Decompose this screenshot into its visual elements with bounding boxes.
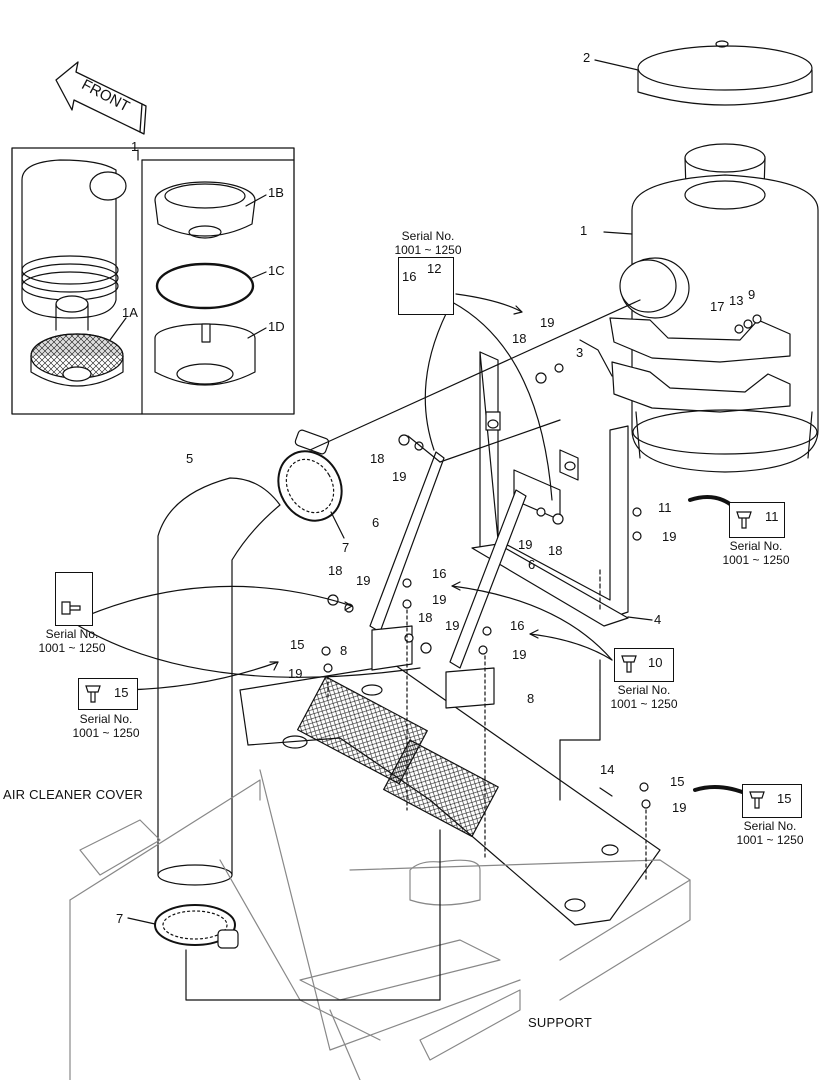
- callout-6-b: 6: [528, 557, 536, 572]
- caption-air-cleaner-cover: AIR CLEANER COVER: [3, 787, 143, 802]
- callout-16-a: 16: [432, 566, 447, 581]
- callout-17: 17: [710, 299, 725, 314]
- serial-label-11: Serial No.: [729, 539, 783, 553]
- callout-18-b: 18: [370, 451, 385, 466]
- callout-18-c: 18: [548, 543, 563, 558]
- callout-18-e: 18: [418, 610, 433, 625]
- callout-11-b: 11: [765, 509, 779, 524]
- callout-11-a: 11: [658, 500, 672, 515]
- bolt-icon-11: [736, 511, 752, 529]
- callout-12: 12: [427, 261, 442, 276]
- serial-range-top: 1001 ~ 1250: [394, 243, 462, 257]
- callout-1d: 1D: [268, 319, 285, 334]
- callout-9: 9: [748, 287, 756, 302]
- air-cleaner-cover-cap: [594, 40, 813, 106]
- callout-10: 10: [648, 655, 663, 670]
- serial-label-10: Serial No.: [617, 683, 671, 697]
- callout-15-b: 15: [670, 774, 685, 789]
- serial-label-top: Serial No.: [401, 229, 455, 243]
- callout-19-c: 19: [518, 537, 533, 552]
- cover-plate: [239, 664, 661, 926]
- callout-3: 3: [576, 345, 584, 360]
- callout-19-b: 19: [392, 469, 407, 484]
- hose-clamp-upper: [277, 429, 345, 539]
- leader-lines: [71, 293, 752, 1001]
- callout-19-a: 19: [540, 315, 555, 330]
- callout-15-d: 15: [777, 791, 792, 806]
- callout-6-a: 6: [372, 515, 380, 530]
- callout-19-h: 19: [512, 647, 527, 662]
- callout-1b: 1B: [268, 185, 284, 200]
- bolt-icon-10: [621, 655, 637, 673]
- callout-15-a: 15: [290, 637, 305, 652]
- intake-pipe: [157, 477, 281, 886]
- callout-19-e: 19: [356, 573, 371, 588]
- serial-range-18: 1001 ~ 1250: [38, 641, 106, 655]
- serial-box-15-left: [78, 678, 138, 710]
- callout-2: 2: [583, 50, 591, 65]
- callout-16-b: 16: [510, 618, 525, 633]
- serial-range-11: 1001 ~ 1250: [722, 553, 790, 567]
- callout-18-a: 18: [512, 331, 527, 346]
- bolt-icon-18: [61, 601, 81, 615]
- bolt-icon-15-left: [85, 685, 101, 703]
- bolt-icon-15-right: [749, 791, 765, 809]
- base-frame: [69, 769, 691, 1080]
- serial-box-11: [729, 502, 785, 538]
- front-arrow: [55, 61, 147, 135]
- callout-8-b: 8: [527, 691, 535, 706]
- callout-19-i: 19: [288, 666, 303, 681]
- callout-8-a: 8: [340, 643, 348, 658]
- serial-range-15-right: 1001 ~ 1250: [736, 833, 804, 847]
- callout-19-g: 19: [445, 618, 460, 633]
- caption-support: SUPPORT: [528, 1015, 593, 1030]
- callout-1: 1: [580, 223, 588, 238]
- callout-1c: 1C: [268, 263, 285, 278]
- air-cleaner-body: [603, 143, 819, 473]
- serial-range-15-left: 1001 ~ 1250: [72, 726, 140, 740]
- serial-range-10: 1001 ~ 1250: [610, 697, 678, 711]
- callout-4: 4: [654, 612, 662, 627]
- callout-14: 14: [600, 762, 615, 777]
- callout-1a: 1A: [122, 305, 138, 320]
- hose-clamp-lower: [127, 904, 239, 949]
- callout-7-a: 7: [342, 540, 350, 555]
- callout-16-c: 16: [402, 269, 417, 284]
- serial-box-15-right: [742, 784, 802, 818]
- mounting-bracket-plate: [471, 351, 653, 627]
- callout-19-j: 19: [672, 800, 687, 815]
- callout-18-d: 18: [328, 563, 343, 578]
- serial-box-16-12: [398, 257, 454, 315]
- serial-label-18: Serial No.: [45, 627, 99, 641]
- callout-19-f: 19: [432, 592, 447, 607]
- callout-15-c: 15: [114, 685, 129, 700]
- callout-5: 5: [186, 451, 194, 466]
- serial-box-18: [55, 572, 93, 626]
- serial-label-15-left: Serial No.: [79, 712, 133, 726]
- rod-brackets: [371, 625, 495, 709]
- serial-box-10: [614, 648, 674, 682]
- callout-7-b: 7: [116, 911, 124, 926]
- serial-label-15-right: Serial No.: [743, 819, 797, 833]
- callout-1-top: 1: [131, 139, 139, 154]
- callout-19-d: 19: [662, 529, 677, 544]
- callout-13: 13: [729, 293, 744, 308]
- inset-exploded-element: [11, 147, 295, 415]
